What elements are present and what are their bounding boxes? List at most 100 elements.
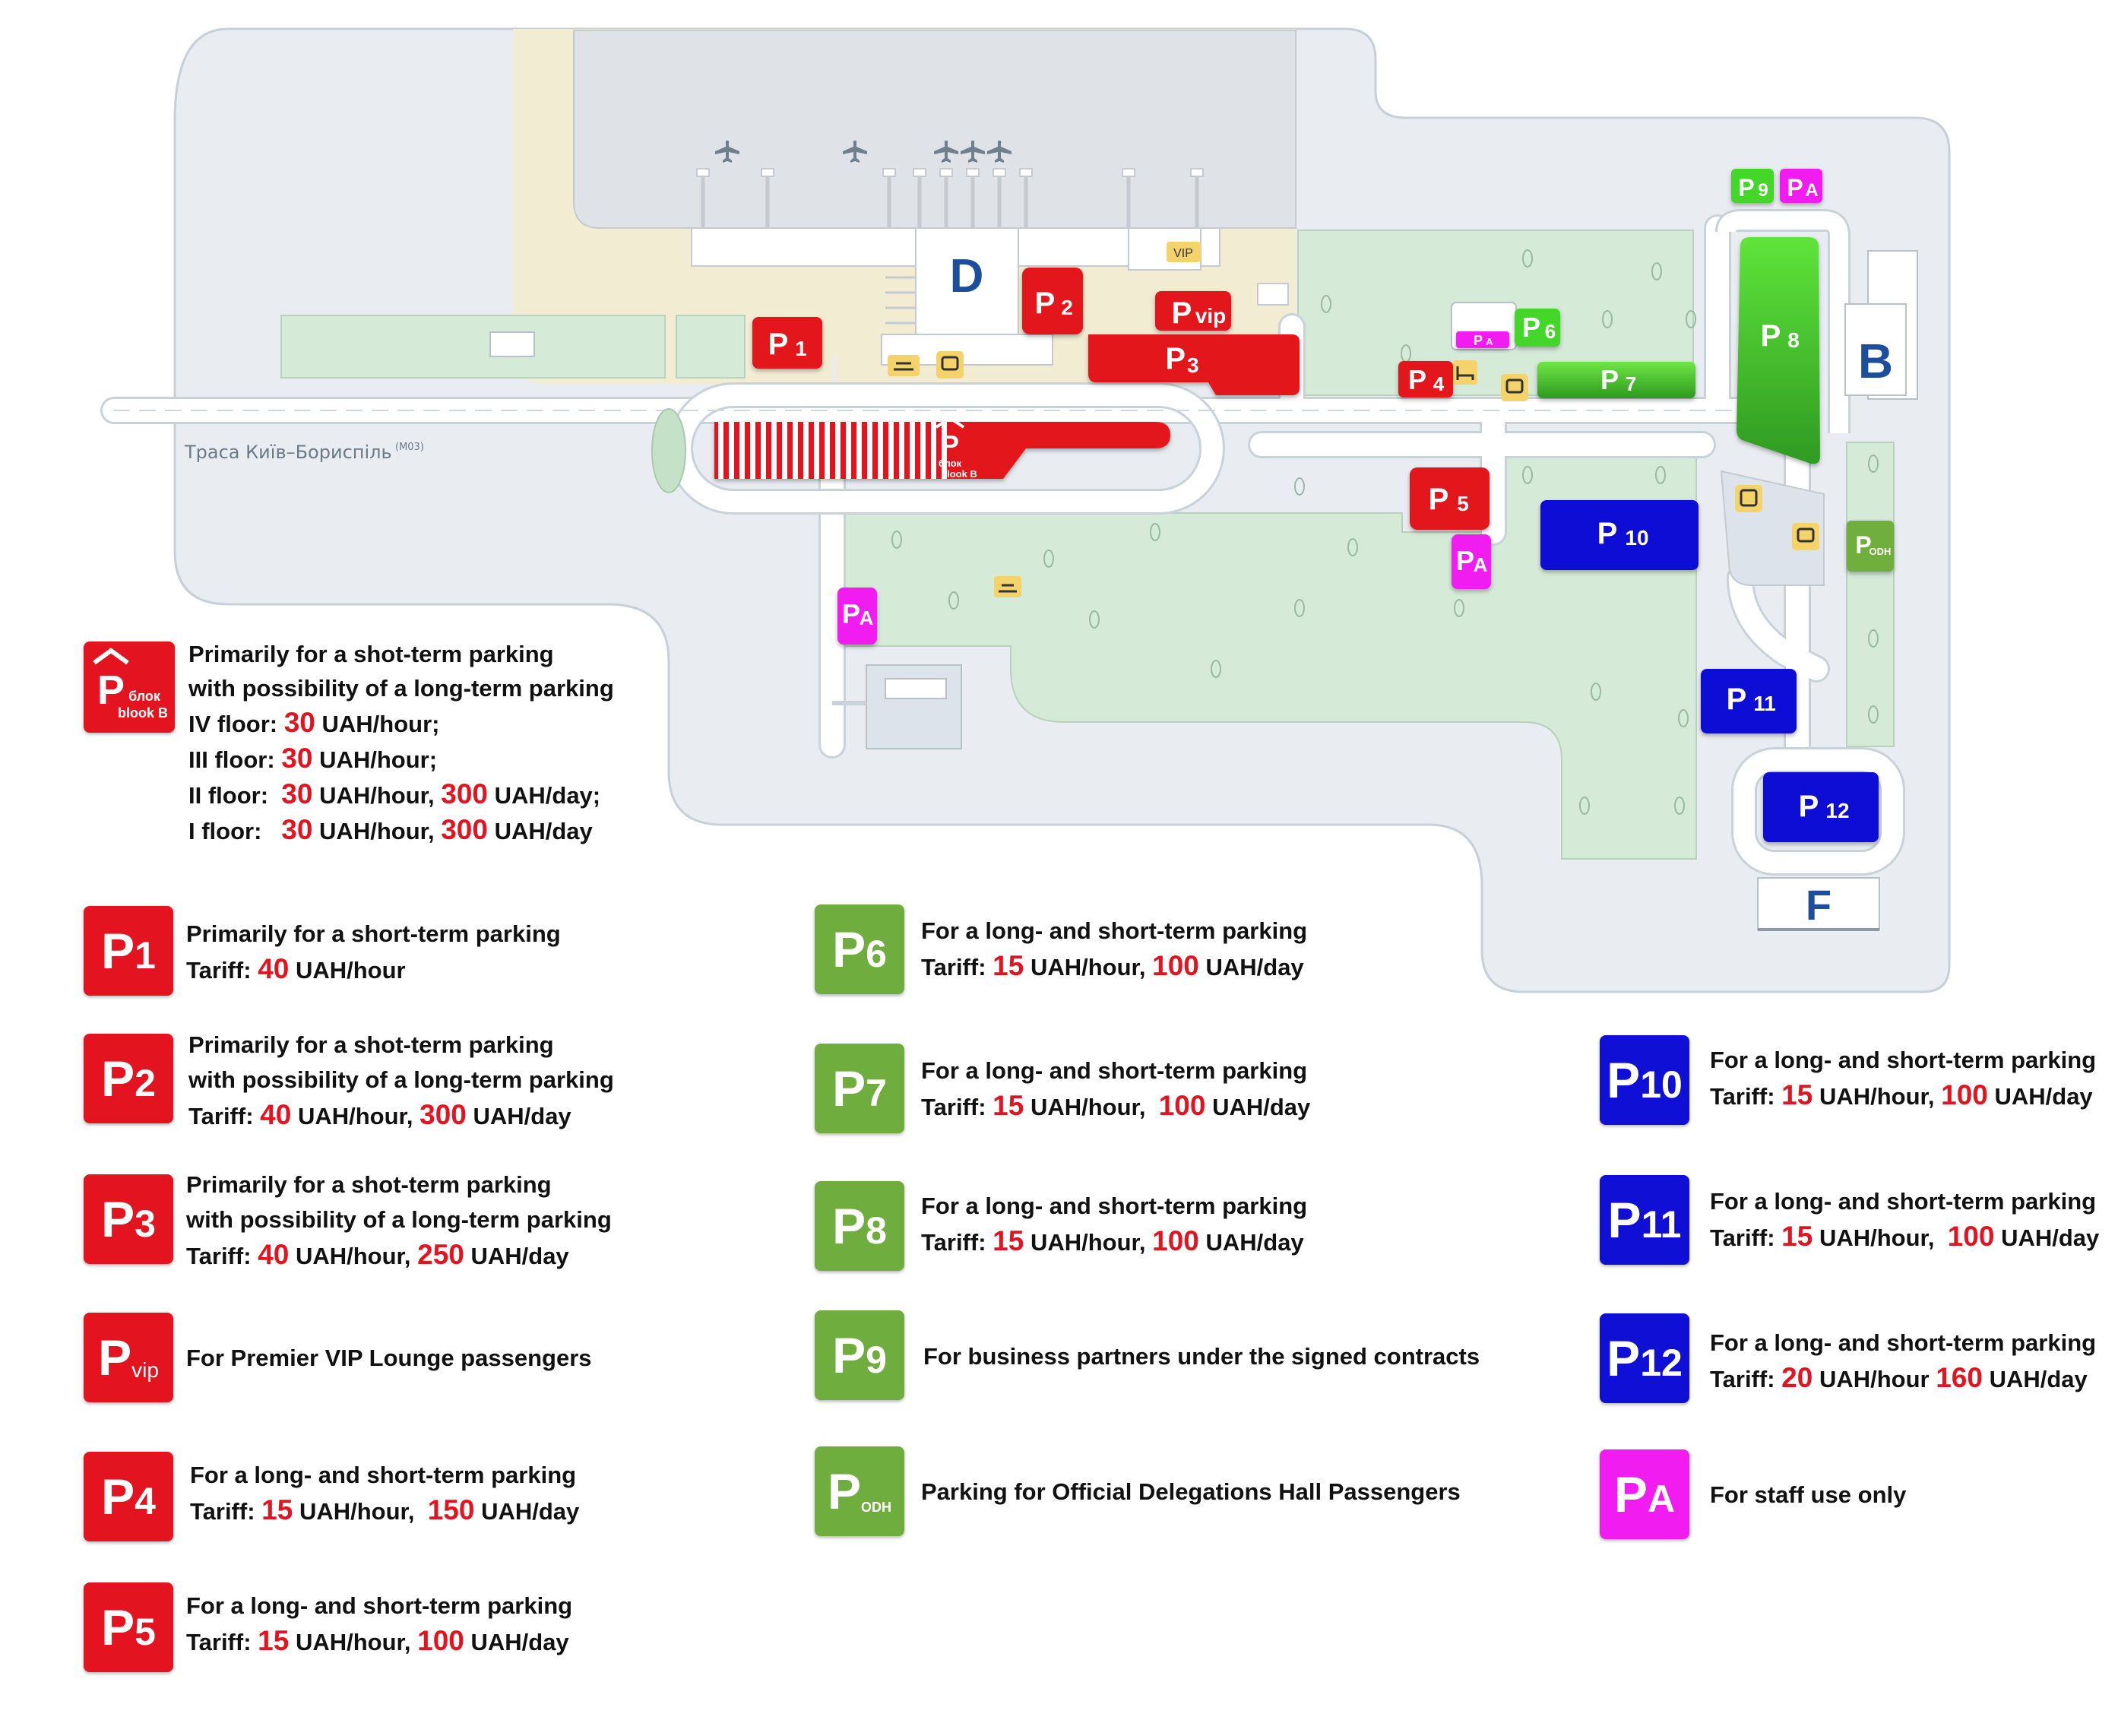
map-marker-pa-top[interactable]: P A xyxy=(1780,169,1822,203)
svg-text:2: 2 xyxy=(1061,296,1073,319)
legend-text-pa: For staff use only xyxy=(1710,1481,1907,1508)
legend-text-p7: For a long- and short-term parking Tarif… xyxy=(921,1057,1311,1121)
map-marker-p3[interactable]: P 3 xyxy=(1088,334,1300,395)
legend-text-p2: Primarily for a shot-term parking with p… xyxy=(188,1031,614,1130)
svg-text:P: P xyxy=(842,598,860,629)
shuttle-icon xyxy=(1792,523,1819,550)
svg-text:P: P xyxy=(1799,790,1819,823)
svg-text:P: P xyxy=(97,667,125,713)
map-marker-p2[interactable]: P 2 xyxy=(1022,268,1083,334)
map-marker-p5[interactable]: P 5 xyxy=(1410,467,1490,530)
legend-text-p10: For a long- and short-term parking Tarif… xyxy=(1710,1047,2097,1110)
svg-text:P: P xyxy=(1429,483,1449,516)
map-marker-pa-small[interactable]: P A xyxy=(1456,331,1509,348)
svg-text:ODH: ODH xyxy=(1869,546,1892,557)
legend-text-p6: For a long- and short-term parking Tarif… xyxy=(921,917,1308,981)
legend-text-p11: For a long- and short-term parking Tarif… xyxy=(1710,1188,2100,1252)
map-marker-pvip[interactable]: P vip xyxy=(1155,291,1231,331)
map-marker-pa-mid[interactable]: P A xyxy=(1452,534,1491,589)
legend-badge-block-b: P блок blook B xyxy=(84,641,175,733)
svg-text:P: P xyxy=(1597,517,1618,550)
svg-text:A: A xyxy=(1474,553,1488,576)
legend-text-block-b: Primarily for a shot-term parking with p… xyxy=(188,641,614,845)
svg-text:P: P xyxy=(1522,312,1540,343)
svg-text:VIP: VIP xyxy=(1173,247,1193,260)
svg-text:5: 5 xyxy=(1457,492,1469,515)
svg-text:10: 10 xyxy=(1625,526,1648,550)
airplane-icon xyxy=(715,141,1012,163)
small-building xyxy=(866,664,962,749)
hotel-icon xyxy=(1453,360,1477,385)
svg-text:P: P xyxy=(1600,364,1619,395)
svg-text:P: P xyxy=(941,429,959,461)
svg-text:8: 8 xyxy=(1787,328,1800,352)
map-marker-podh[interactable]: P ODH xyxy=(1847,521,1894,572)
svg-text:P: P xyxy=(1408,364,1426,395)
legend-text-p4: For a long- and short-term parking Tarif… xyxy=(190,1462,580,1525)
svg-text:1: 1 xyxy=(795,337,807,360)
svg-text:A: A xyxy=(1805,180,1818,201)
legend-text-pvip: For Premier VIP Lounge passengers xyxy=(186,1345,592,1371)
terminal-b-building: B xyxy=(1844,250,1918,400)
shuttle-icon xyxy=(1501,374,1528,401)
svg-text:блок: блок xyxy=(128,689,161,704)
jet-bridges xyxy=(701,175,1199,228)
svg-text:P: P xyxy=(1787,174,1803,201)
svg-text:P: P xyxy=(1761,319,1781,353)
parking-block-b: P блок blook B xyxy=(714,416,1170,480)
svg-text:P: P xyxy=(1738,174,1754,201)
legend-text-p8: For a long- and short-term parking Tarif… xyxy=(921,1193,1308,1256)
small-building xyxy=(489,331,535,357)
map-marker-p1[interactable]: P 1 xyxy=(752,317,822,369)
svg-text:7: 7 xyxy=(1626,372,1636,395)
svg-text:P: P xyxy=(1035,287,1056,320)
svg-text:P: P xyxy=(1456,545,1474,576)
legend-text-p9: For business partners under the signed c… xyxy=(923,1343,1480,1370)
svg-text:A: A xyxy=(1486,336,1493,347)
bus-icon xyxy=(1735,485,1762,512)
map-marker-p4[interactable]: P 4 xyxy=(1398,361,1453,398)
svg-text:P: P xyxy=(1165,342,1186,375)
svg-text:P: P xyxy=(1727,683,1747,716)
svg-text:6: 6 xyxy=(1545,320,1556,343)
trees xyxy=(861,249,1879,815)
legend-text-p3: Primarily for a shot-term parking with p… xyxy=(186,1171,612,1270)
svg-text:3: 3 xyxy=(1187,353,1199,377)
map-marker-p10[interactable]: P 10 xyxy=(1540,500,1699,570)
shuttle-icon xyxy=(936,351,964,379)
svg-text:11: 11 xyxy=(1753,692,1776,715)
svg-text:4: 4 xyxy=(1433,372,1445,395)
airport-parking-map: B F D VIP Траса Київ–Бориспіль (M03) P б… xyxy=(100,27,1951,993)
map-marker-pa-left[interactable]: P A xyxy=(837,588,877,645)
legend-text-p12: For a long- and short-term parking Tarif… xyxy=(1710,1329,2097,1393)
map-marker-p9[interactable]: P 9 xyxy=(1731,169,1774,203)
svg-text:A: A xyxy=(860,607,874,629)
road-label: Траса Київ–Бориспіль xyxy=(184,442,392,463)
vip-sign: VIP xyxy=(1167,242,1201,262)
terminal-f-building: F xyxy=(1757,877,1880,931)
svg-text:P: P xyxy=(768,328,789,361)
svg-text:P: P xyxy=(1855,531,1871,559)
legend-text-p5: For a long- and short-term parking Tarif… xyxy=(186,1592,573,1656)
terminal-f-label: F xyxy=(1806,881,1831,929)
map-marker-p11[interactable]: P 11 xyxy=(1701,669,1797,733)
svg-text:blook B: blook B xyxy=(118,705,168,721)
road-code: (M03) xyxy=(395,442,424,453)
svg-text:blook B: blook B xyxy=(941,468,977,480)
map-marker-p7[interactable]: P 7 xyxy=(1537,362,1695,398)
map-marker-p6[interactable]: P 6 xyxy=(1515,309,1560,347)
map-marker-p12[interactable]: P 12 xyxy=(1763,772,1879,842)
legend-text-p1: Primarily for a short-term parking Tarif… xyxy=(186,920,561,984)
map-marker-p8[interactable]: P 8 xyxy=(1737,237,1820,464)
svg-text:12: 12 xyxy=(1825,799,1849,822)
